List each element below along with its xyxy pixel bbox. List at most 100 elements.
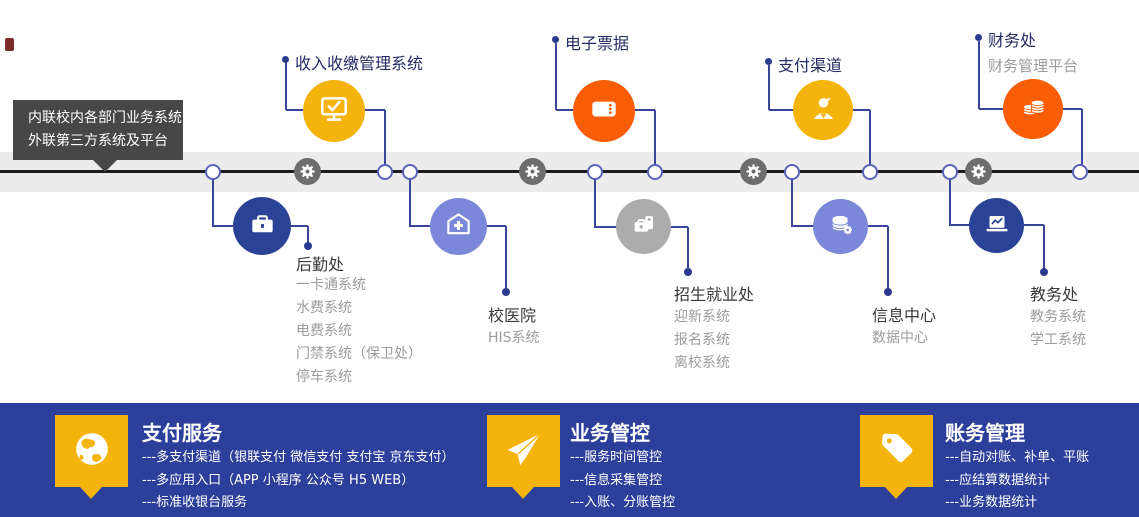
- timeline-node: [205, 164, 221, 180]
- footer-lines-business: ---服务时间管控 ---信息采集管控 ---入账、分账管控: [570, 447, 675, 515]
- footer-line: ---入账、分账管控: [570, 495, 676, 510]
- payment-channel-circle: ¥: [793, 80, 853, 140]
- admission-system-list: 迎新系统 报名系统 离校系统: [674, 306, 730, 375]
- admission-case-icon: [629, 210, 659, 244]
- timeline-node: [402, 164, 418, 180]
- coins-icon: [1017, 91, 1050, 128]
- label-dot: [552, 36, 559, 43]
- connector: [409, 225, 430, 227]
- connector: [654, 110, 656, 172]
- label-dot: [684, 268, 692, 276]
- connector: [1063, 108, 1082, 110]
- tag-icon: [874, 426, 920, 476]
- list-item: 报名系统: [674, 332, 730, 348]
- list-item: 迎新系统: [674, 309, 730, 325]
- timeline-node: [784, 164, 800, 180]
- list-item: 数据中心: [872, 330, 928, 346]
- footer-lines-account: ---自动对账、补单、平账 ---应结算数据统计 ---业务数据统计: [945, 447, 1089, 515]
- connector: [286, 109, 304, 111]
- academic-affairs-circle: [969, 198, 1024, 253]
- database-gear-icon: [826, 210, 856, 244]
- connector: [384, 110, 386, 172]
- list-item: 门禁系统（保卫处）: [296, 346, 422, 362]
- connector: [594, 172, 596, 227]
- timeline-node: [587, 164, 603, 180]
- tooltip-line2: 外联第三方系统及平台: [28, 133, 168, 149]
- connector: [979, 108, 1003, 110]
- footer-title-payment: 支付服务: [142, 421, 222, 445]
- business-control-badge: [487, 415, 560, 487]
- connector: [212, 225, 233, 227]
- logistics-system-list: 一卡通系统 水费系统 电费系统 门禁系统（保卫处） 停车系统: [296, 274, 422, 389]
- globe-icon: [69, 426, 115, 476]
- branch-label-admission: 招生就业处: [674, 285, 755, 304]
- timeline-node: [377, 164, 393, 180]
- label-dot: [884, 288, 892, 296]
- connector: [555, 43, 557, 110]
- connector: [285, 62, 287, 110]
- badge-tail: [80, 487, 102, 499]
- connector: [853, 109, 870, 111]
- hospital-circle: [430, 198, 487, 255]
- connector: [949, 224, 969, 226]
- gear-icon: [965, 158, 992, 185]
- list-item: 水费系统: [296, 300, 352, 316]
- footer-title-account: 账务管理: [945, 421, 1025, 445]
- timeline-tooltip: 内联校内各部门业务系统 外联第三方系统及平台: [13, 100, 183, 172]
- connector: [291, 225, 308, 227]
- label-dot: [502, 288, 510, 296]
- connector: [635, 109, 655, 111]
- hospital-icon: [443, 209, 474, 244]
- connector: [409, 172, 411, 226]
- connector: [1081, 109, 1083, 172]
- connector: [671, 226, 688, 228]
- label-dot: [304, 242, 312, 250]
- connector: [768, 65, 770, 110]
- timeline-node: [942, 164, 958, 180]
- paper-plane-icon: [501, 426, 547, 476]
- connector: [212, 172, 214, 226]
- briefcase-icon: [247, 209, 278, 244]
- connector: [1043, 225, 1045, 270]
- connector: [868, 225, 888, 227]
- label-dot: [1040, 268, 1048, 276]
- branch-label-hospital: 校医院: [488, 306, 537, 325]
- branch-label-channel: 支付渠道: [778, 56, 843, 75]
- connector: [487, 225, 506, 227]
- logistics-circle: [233, 197, 291, 255]
- label-dot: [282, 56, 289, 63]
- income-system-circle: [303, 80, 365, 142]
- list-item: 离校系统: [674, 355, 730, 371]
- connector: [556, 109, 573, 111]
- gear-icon: [294, 158, 321, 185]
- connector: [791, 172, 793, 226]
- connector: [887, 226, 889, 290]
- gear-icon: [519, 158, 546, 185]
- branch-label-logistics: 后勤处: [296, 255, 345, 274]
- footer-line: ---信息采集管控: [570, 472, 663, 488]
- connector: [1024, 224, 1044, 226]
- connector: [307, 226, 309, 244]
- corner-marker: [5, 38, 14, 51]
- academic-system-list: 教务系统 学工系统: [1030, 306, 1086, 352]
- list-item: 电费系统: [296, 323, 352, 339]
- footer-line: ---多应用入口（APP 小程序 公众号 H5 WEB）: [142, 472, 415, 488]
- account-management-badge: [860, 415, 933, 487]
- list-item: 学工系统: [1030, 332, 1086, 348]
- footer-line: ---应结算数据统计: [945, 472, 1051, 488]
- branch-label-info-center: 信息中心: [872, 306, 937, 325]
- footer-line: ---业务数据统计: [945, 495, 1038, 510]
- connector: [869, 110, 871, 172]
- connector: [949, 172, 951, 225]
- footer-line: ---多支付渠道（银联支付 微信支付 支付宝 京东支付）: [142, 450, 455, 465]
- footer-bar: 支付服务 ---多支付渠道（银联支付 微信支付 支付宝 京东支付） ---多应用…: [0, 403, 1139, 517]
- timeline-line: [0, 170, 1139, 173]
- list-item: 一卡通系统: [296, 277, 366, 293]
- branch-label-income: 收入收缴管理系统: [295, 54, 424, 73]
- timeline-node: [862, 164, 878, 180]
- list-item: 教务系统: [1030, 309, 1086, 325]
- finance-circle: [1003, 79, 1063, 139]
- connector: [365, 109, 385, 111]
- timeline-node: [647, 164, 663, 180]
